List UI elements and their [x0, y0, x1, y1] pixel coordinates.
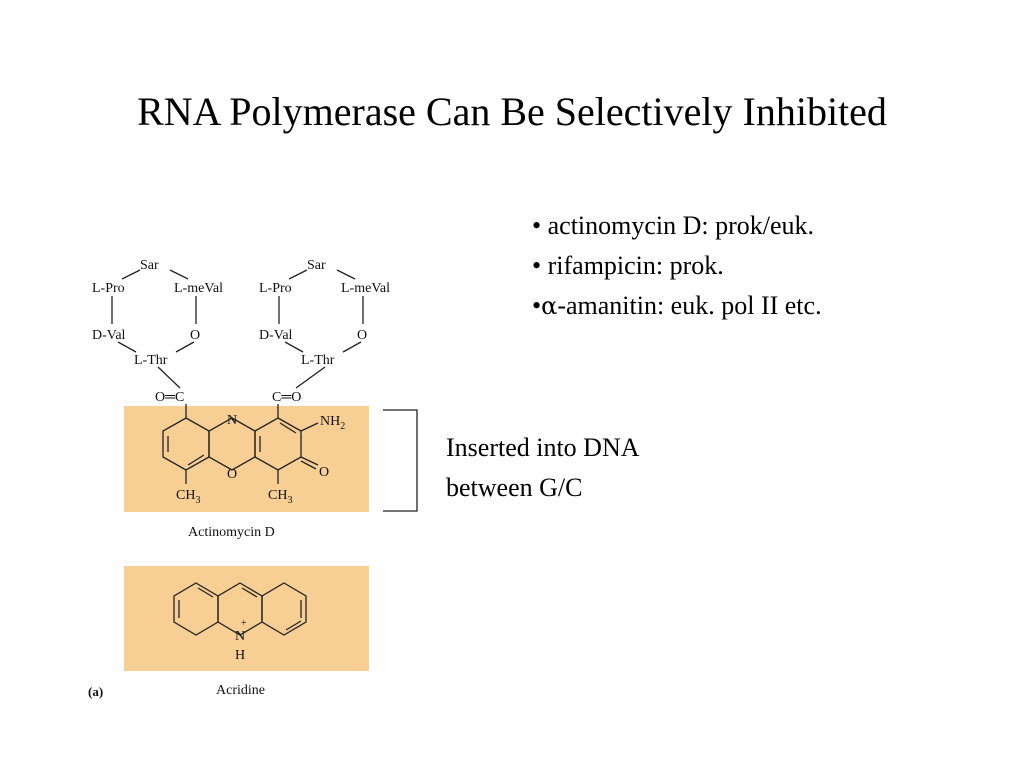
peptide-bond — [169, 269, 189, 280]
acridine-ring-right — [261, 582, 307, 636]
sar-label: Sar — [140, 258, 159, 273]
meval-label: L-meVal — [174, 281, 223, 296]
acridine-caption: Acridine — [216, 683, 265, 698]
thr-label: L-Thr — [134, 353, 168, 368]
peptide-bond — [175, 341, 195, 353]
acridine-double-bond — [241, 587, 258, 598]
amino-bond — [300, 422, 319, 432]
intercalation-note-line1: Inserted into DNA — [446, 433, 640, 462]
actinomycin-chromophore-highlight — [124, 406, 369, 512]
peptide-bond — [284, 341, 304, 353]
pro-label: L-Pro — [259, 281, 292, 296]
sar-label: Sar — [307, 258, 326, 273]
acridine-double-bond — [197, 587, 214, 598]
keto-oxygen-label: O — [319, 465, 329, 480]
slide-title: RNA Polymerase Can Be Selectively Inhibi… — [137, 89, 887, 134]
ring-nitrogen-label: N — [227, 413, 237, 428]
pro-label: L-Pro — [92, 281, 125, 296]
carbonyl-label-right: C═O — [272, 390, 301, 405]
bullet-text: -amanitin: euk. pol II etc. — [557, 291, 822, 320]
peptide-bond — [342, 341, 362, 353]
panel-label: (a) — [88, 684, 103, 699]
peptide-bond — [117, 341, 137, 353]
bullet-marker: • — [532, 211, 542, 240]
peptide-bond — [295, 366, 326, 389]
bullet-amanitin: •α-amanitin: euk. pol II etc. — [532, 286, 822, 326]
peptide-bond — [157, 366, 181, 389]
ring-double-bond — [279, 422, 297, 434]
intercalation-note-line2: between G/C — [446, 473, 583, 502]
ring-double-bond — [187, 454, 205, 466]
acridine-double-bond — [285, 620, 302, 631]
bullet-marker: • — [532, 251, 542, 280]
peptide-bond — [336, 269, 356, 280]
val-label: D-Val — [92, 328, 126, 343]
carbonyl-label-left: O═C — [155, 390, 184, 405]
bullet-list: • actinomycin D: prok/euk. • rifampicin:… — [532, 206, 822, 326]
acridine-hydrogen-label: H — [235, 648, 245, 663]
bullet-actinomycin: • actinomycin D: prok/euk. — [532, 206, 822, 246]
acridine-charge-label: + — [241, 618, 247, 629]
actinomycin-caption: Actinomycin D — [188, 525, 275, 540]
bullet-text: actinomycin D: prok/euk. — [547, 211, 815, 240]
thr-label: L-Thr — [301, 353, 335, 368]
bullet-rifampicin: • rifampicin: prok. — [532, 246, 822, 286]
val-label: D-Val — [259, 328, 293, 343]
bullet-text: rifampicin: prok. — [547, 251, 724, 280]
intercalation-bracket — [383, 409, 418, 512]
meval-label: L-meVal — [341, 281, 390, 296]
methyl-group-label: CH3 — [268, 488, 292, 506]
alpha-symbol: α — [541, 292, 558, 320]
acridine-highlight — [124, 566, 369, 671]
ester-o-label: O — [190, 328, 200, 343]
amino-group-label: NH2 — [320, 414, 345, 432]
keto-bond — [300, 460, 317, 470]
methyl-group-label: CH3 — [176, 488, 200, 506]
intercalation-note: Inserted into DNA between G/C — [446, 428, 640, 508]
peptide-bond — [121, 269, 141, 280]
peptide-bond — [288, 269, 308, 280]
acridine-nitrogen-label: N — [235, 629, 245, 644]
ester-o-label: O — [357, 328, 367, 343]
keto-bond — [300, 456, 319, 466]
structure-figure: Sar L-Pro L-meVal D-Val O L-Thr Sar L-Pr… — [88, 258, 418, 699]
bullet-marker: • — [532, 291, 542, 320]
ring-oxygen-label: O — [227, 467, 237, 482]
